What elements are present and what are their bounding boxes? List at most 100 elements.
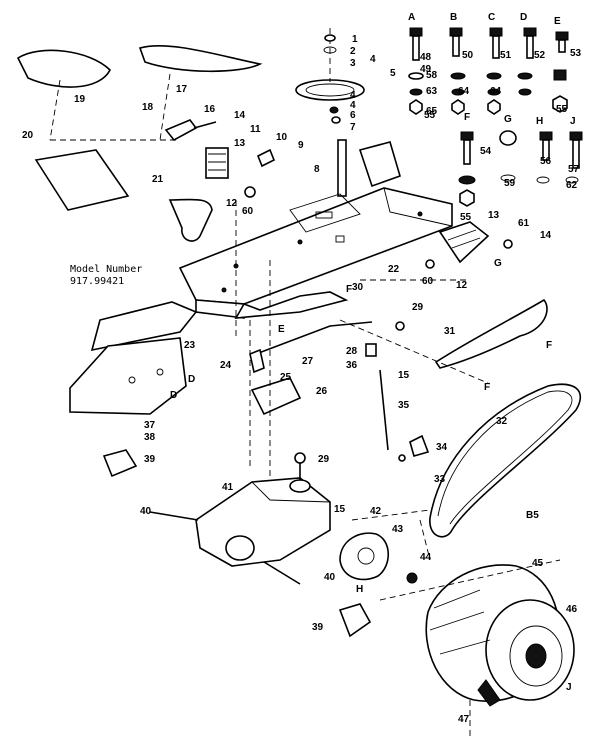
callout-43: 43	[392, 524, 404, 535]
callout-57: 57	[568, 164, 580, 175]
callout-52: 52	[534, 50, 546, 61]
callout-38: 38	[144, 432, 156, 443]
callout-41: 41	[222, 482, 234, 493]
handle-18	[164, 119, 198, 142]
callout-24: 24	[220, 360, 232, 371]
callout-17: 17	[176, 84, 188, 95]
callout-14-2: 14	[540, 230, 552, 241]
callout-53: 53	[570, 48, 582, 59]
callout-21: 21	[152, 174, 164, 185]
assembly-leader-lines	[49, 73, 561, 740]
callout-25: 25	[280, 372, 292, 383]
callout-56: 56	[540, 156, 552, 167]
model-label: Model Number	[70, 264, 143, 275]
callout-1: 1	[352, 34, 358, 45]
callout-h-2: H	[356, 584, 363, 595]
linkage-27	[255, 321, 373, 355]
callout-23: 23	[184, 340, 196, 351]
callout-62: 62	[566, 180, 578, 191]
callout-33: 33	[434, 474, 446, 485]
callout-59: 59	[504, 178, 516, 189]
callout-f-1: F	[464, 112, 470, 123]
callout-g-1: G	[504, 114, 512, 125]
hub-43	[339, 532, 390, 581]
transaxle-41	[195, 477, 331, 567]
callout-31: 31	[444, 326, 456, 337]
bracket-21	[168, 198, 213, 242]
callout-61: 61	[518, 218, 530, 229]
callout-55-3: 55	[460, 212, 472, 223]
callout-60-1: 60	[242, 206, 254, 217]
callout-49: 49	[420, 64, 432, 75]
callout-f-4: F	[484, 382, 490, 393]
bearing-39-upper	[102, 449, 138, 478]
callout-55-2: 55	[556, 104, 568, 115]
callout-11: 11	[250, 124, 261, 135]
callout-9: 9	[298, 140, 304, 151]
callout-46: 46	[566, 604, 578, 615]
callout-12-2: 12	[456, 280, 468, 291]
callout-d-2: D	[188, 374, 195, 385]
callout-b5: B5	[526, 510, 539, 521]
callout-3: 3	[350, 58, 356, 69]
bracket-26	[250, 377, 302, 416]
callout-36: 36	[346, 360, 358, 371]
callout-g-2: G	[494, 258, 502, 269]
seat-pan-19	[16, 49, 111, 88]
belt-guard-31	[434, 298, 548, 369]
callout-19: 19	[74, 94, 86, 105]
callout-13-2: 13	[488, 210, 500, 221]
floor-plate-20	[34, 149, 130, 211]
callout-f-2: F	[346, 284, 352, 295]
callout-2: 2	[350, 46, 356, 57]
callout-e-2: E	[278, 324, 285, 335]
callout-35: 35	[398, 400, 410, 411]
callout-63: 63	[426, 86, 438, 97]
drive-belt-32	[429, 383, 582, 538]
callout-48: 48	[420, 52, 432, 63]
hardware-bolts-row	[408, 27, 583, 207]
callout-32: 32	[496, 416, 508, 427]
callout-44: 44	[420, 552, 432, 563]
callout-47: 47	[458, 714, 470, 725]
pedal-13-left	[205, 147, 229, 179]
model-number-block: Model Number 917.99421	[70, 264, 142, 288]
axle	[263, 561, 301, 585]
callout-10: 10	[276, 132, 288, 143]
callout-54: 54	[480, 146, 492, 157]
callout-29-2: 29	[318, 454, 330, 465]
callout-34: 34	[436, 442, 448, 453]
bearing-39	[338, 603, 372, 638]
seat-cushion-17	[138, 45, 263, 73]
callout-14-1: 14	[234, 110, 246, 121]
callout-d-3: D	[170, 390, 177, 401]
callout-60-2: 60	[422, 276, 434, 287]
callout-45: 45	[532, 558, 544, 569]
callout-15-1: 15	[398, 370, 410, 381]
callout-4-2: 4	[350, 90, 356, 101]
pedal-13-right	[438, 221, 490, 264]
callout-15-2: 15	[334, 504, 346, 515]
callout-j-1: J	[570, 116, 576, 127]
callout-a: A	[408, 12, 415, 23]
callout-b: B	[450, 12, 457, 23]
callout-51: 51	[500, 50, 512, 61]
valve-stem-47	[477, 679, 501, 707]
callout-6: 6	[350, 110, 356, 121]
callout-d-1: D	[520, 12, 527, 23]
rear-frame	[90, 301, 198, 352]
callout-42: 42	[370, 506, 382, 517]
callout-e-1: E	[554, 16, 561, 27]
callout-39-2: 39	[312, 622, 324, 633]
callout-30: 30	[352, 282, 364, 293]
callout-37: 37	[144, 420, 156, 431]
callout-4-1: 4	[370, 54, 376, 65]
callout-40-1: 40	[140, 506, 152, 517]
callout-c: C	[488, 12, 495, 23]
callout-5: 5	[390, 68, 396, 79]
callout-65: 65	[426, 106, 438, 117]
steering-shaft	[337, 139, 347, 197]
callout-55-1: 55	[424, 110, 436, 121]
